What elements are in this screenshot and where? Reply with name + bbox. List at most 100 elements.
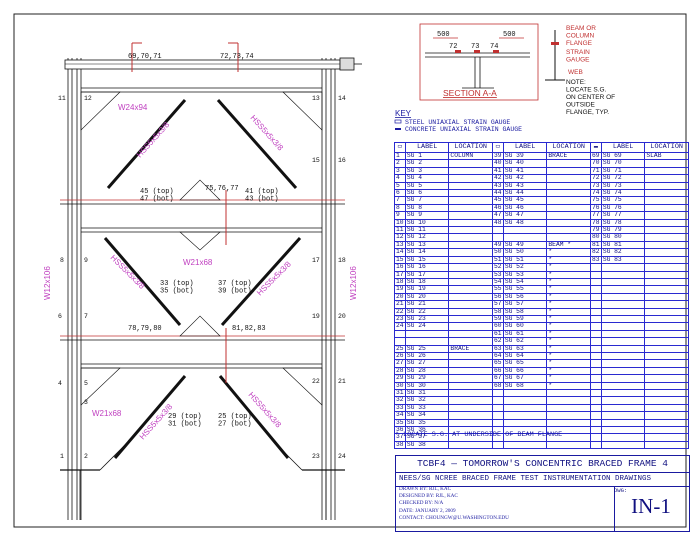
gauge-location — [644, 426, 689, 435]
gauge-label: SG 9 — [404, 211, 450, 220]
gauge-number: 58 — [491, 307, 504, 316]
column-gauge-label: 4 — [58, 380, 62, 387]
gauge-label — [600, 411, 646, 420]
section-gauge-72: 72 — [449, 43, 457, 51]
gauge-number — [589, 359, 602, 368]
header-icon-concrete: ▬ — [589, 142, 602, 153]
gauge-location: * — [546, 329, 591, 339]
gauge-location — [546, 411, 591, 420]
gauge-label: SG 83 — [600, 255, 646, 265]
gauge-number: 56 — [491, 292, 504, 302]
gauge-number: 55 — [491, 285, 504, 294]
column-gauge-label: 11 — [58, 95, 66, 102]
gauge-number: 47 — [491, 211, 504, 220]
gauge-label: SG 5 — [404, 181, 450, 191]
gauge-number: 10 — [394, 218, 406, 228]
gauge-location: * — [546, 359, 591, 368]
gauge-location — [644, 403, 689, 413]
gauge-location — [546, 203, 591, 213]
gauge-number: 67 — [491, 374, 504, 383]
gauge-location: COLUMN — [448, 151, 493, 161]
gauge-location — [644, 248, 689, 257]
key-steel: STEEL UNIAXIAL STRAIN GAUGE — [405, 119, 510, 126]
gauge-number — [394, 337, 406, 346]
gauge-label: SG 39 — [502, 151, 548, 161]
gauge-number: 38 — [394, 440, 406, 450]
gauge-location — [546, 233, 591, 242]
gauge-number: 32 — [394, 396, 406, 405]
key-concrete: CONCRETE UNIAXIAL STRAIN GAUGE — [405, 126, 522, 133]
gauge-number: 75 — [589, 196, 602, 205]
gauge-number: 15 — [394, 255, 406, 265]
gauge-number: 21 — [394, 300, 406, 309]
gauge-location — [448, 396, 493, 405]
gauge-number: 54 — [491, 277, 504, 287]
gauge-number: 12 — [394, 233, 406, 242]
gauge-label — [600, 440, 646, 450]
header-label-2: LABEL — [502, 142, 548, 153]
gauge-label — [502, 411, 548, 420]
contact: CONTACT: CHOUNGW@U.WASHINGTON.EDU — [399, 514, 509, 521]
gauge-label: SG 73 — [600, 181, 646, 191]
gauge-label: SG 34 — [404, 411, 450, 420]
drawn-by: DRAWN BY: RJL, KAC — [399, 486, 452, 492]
gauge-number — [589, 374, 602, 383]
gauge-label: SG 56 — [502, 292, 548, 302]
gauge-location — [644, 440, 689, 450]
gauge-location: * — [546, 255, 591, 265]
gauge-location — [546, 388, 591, 398]
gauge-label: SG 74 — [600, 189, 646, 198]
low-gauge-left: 78,79,80 — [128, 325, 162, 333]
gauge-label — [502, 396, 548, 405]
gauge-number: 65 — [491, 359, 504, 368]
gauge-label — [600, 307, 646, 316]
gauge-number: 53 — [491, 270, 504, 279]
gauge-location — [546, 433, 591, 442]
gauge-label: SG 64 — [502, 351, 548, 361]
gauge-label: SG 52 — [502, 263, 548, 272]
gauge-label — [502, 233, 548, 242]
gauge-number: 82 — [589, 248, 602, 257]
table-header-row: ▭ LABEL LOCATION ▭ LABEL LOCATION ▬ LABE… — [394, 142, 689, 153]
gauge-label — [600, 314, 646, 324]
gauge-number: 1 — [394, 151, 406, 161]
gauge-label: SG 24 — [404, 322, 450, 331]
gauge-location — [644, 351, 689, 361]
gauge-label — [502, 226, 548, 235]
gauge-location — [448, 351, 493, 361]
gauge-label: SG 14 — [404, 248, 450, 257]
key-title: KEY — [395, 109, 412, 118]
gauge-label — [502, 403, 548, 413]
gauge-location — [448, 292, 493, 302]
column-gauge-label: 24 — [338, 453, 346, 460]
gauge-location: * — [546, 277, 591, 287]
gauge-number: 76 — [589, 203, 602, 213]
gauge-number — [589, 344, 602, 353]
gauge-location — [448, 403, 493, 413]
gauge-location: * — [546, 314, 591, 324]
gauge-number — [589, 337, 602, 346]
strain-gauge-mark — [493, 50, 499, 53]
gauge-label — [600, 351, 646, 361]
gauge-number: 7 — [394, 196, 406, 205]
gauge-label: SG 76 — [600, 203, 646, 213]
gauge-number: 29 — [394, 374, 406, 383]
gauge-number — [589, 433, 602, 442]
gauge-location — [546, 159, 591, 168]
legend-web: WEB — [568, 69, 583, 76]
gauge-label: SG 61 — [502, 329, 548, 339]
section-title: SECTION A-A — [443, 88, 497, 98]
mid-gauge: 75,76,77 — [205, 185, 239, 193]
checked-by: CHECKED BY: N/A — [399, 500, 444, 507]
gauge-number: 49 — [491, 240, 504, 250]
gauge-location — [644, 300, 689, 309]
